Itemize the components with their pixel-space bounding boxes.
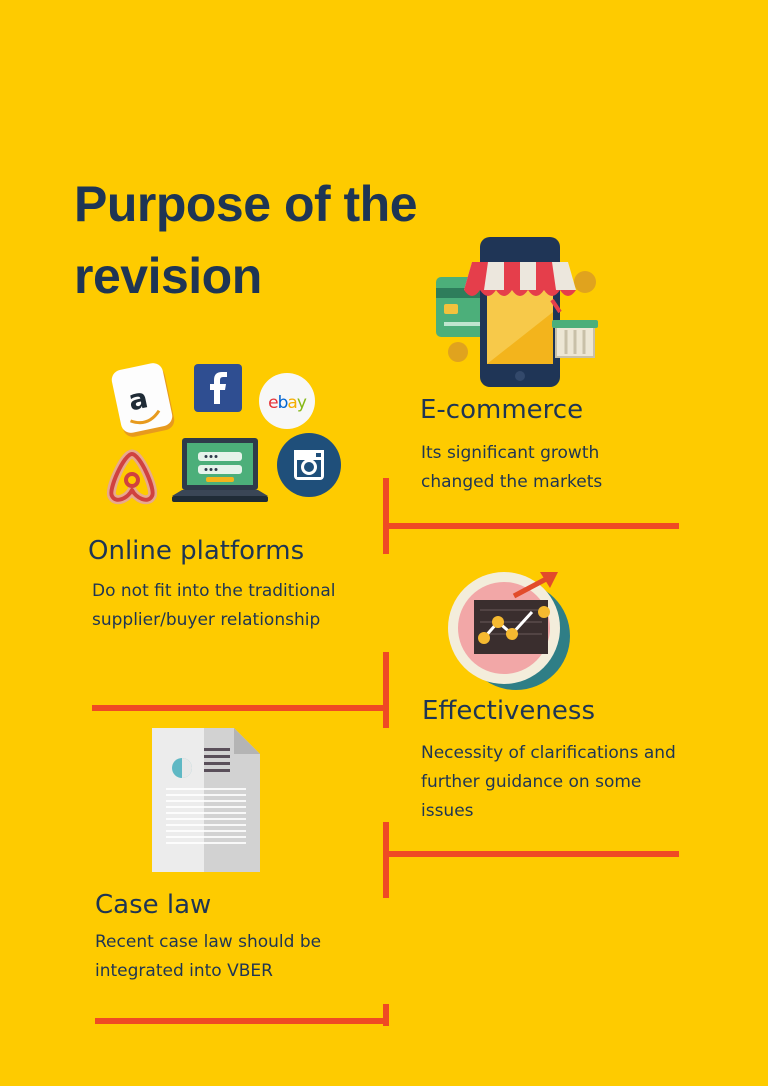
laptop-icon [172, 438, 268, 502]
facebook-icon [194, 364, 242, 412]
divider-vertical [383, 652, 389, 728]
instagram-icon [277, 433, 341, 497]
divider-horizontal [95, 1018, 389, 1024]
document-icon [152, 728, 260, 872]
case-law-text: Recent case law should be integrated int… [95, 932, 322, 981]
case-law-heading: Case law [95, 890, 212, 920]
amazon-icon: a [111, 363, 175, 437]
ecommerce-text: Its significant growth changed the marke… [421, 443, 603, 492]
svg-text:ebay: ebay [268, 393, 307, 413]
effectiveness-heading: Effectiveness [422, 696, 595, 726]
divider-horizontal [92, 705, 389, 711]
divider-vertical [383, 822, 389, 898]
online-platforms-heading: Online platforms [88, 536, 305, 566]
airbnb-icon [106, 449, 158, 505]
shop-phone-icon [436, 237, 598, 387]
online-platforms-text: Do not fit into the traditional supplier… [92, 581, 336, 630]
page-title: Purpose of the revision [74, 176, 418, 304]
ecommerce-heading: E-commerce [420, 395, 584, 425]
ebay-icon: ebay [259, 373, 315, 429]
divider-vertical [383, 478, 389, 554]
divider-horizontal [383, 523, 679, 529]
divider-horizontal [383, 851, 679, 857]
chart-icon [448, 572, 570, 690]
divider-vertical [383, 1004, 389, 1026]
effectiveness-text: Necessity of clarifications and further … [421, 743, 676, 821]
